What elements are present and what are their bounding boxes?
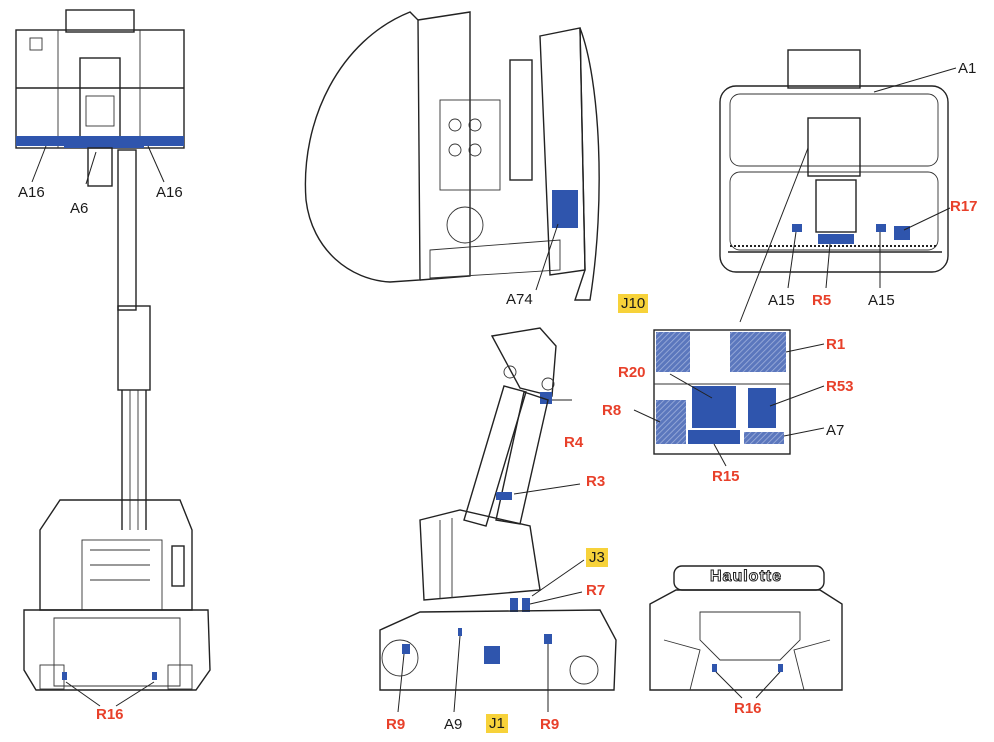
r20-decal [692,386,736,428]
label-r4: R4 [564,434,584,451]
label-r53: R53 [826,378,854,395]
label-r1: R1 [826,336,846,353]
label-r3: R3 [586,473,606,490]
label-a16-left: A16 [18,184,45,201]
label-r7: R7 [586,582,606,599]
label-a7: A7 [826,422,845,439]
label-r15: R15 [712,468,740,485]
r15-decal [688,430,740,444]
label-a15-left: A15 [768,292,795,309]
label-j3: J3 [586,548,608,567]
rear-view-drawing [649,565,843,699]
side-view-drawing [379,327,617,713]
label-r9-right: R9 [540,716,560,733]
label-j10: J10 [618,294,649,313]
j1-decal [484,646,500,664]
a74-decal [552,190,578,228]
label-a15-right: A15 [868,292,895,309]
label-a74: A74 [506,291,533,308]
label-r5: R5 [812,292,832,309]
label-r16-rear: R16 [734,700,762,717]
label-r9-left: R9 [386,716,406,733]
basket-detail-drawing [719,49,957,323]
label-r16-front: R16 [96,706,124,723]
label-a16-right: A16 [156,184,183,201]
control-panel-detail-drawing [633,329,825,467]
haulotte-logo: Haulotte [710,568,782,586]
front-view-drawing [15,9,211,707]
label-r20: R20 [618,364,646,381]
label-a6: A6 [70,200,89,217]
label-r17: R17 [950,198,978,215]
turret-open-drawing [304,11,600,301]
r5-decal [818,234,854,244]
label-a9: A9 [444,716,463,733]
a6-decal [64,138,144,148]
r53-decal [748,388,776,428]
label-a1: A1 [958,60,977,77]
label-j1: J1 [486,714,508,733]
label-r8: R8 [602,402,622,419]
